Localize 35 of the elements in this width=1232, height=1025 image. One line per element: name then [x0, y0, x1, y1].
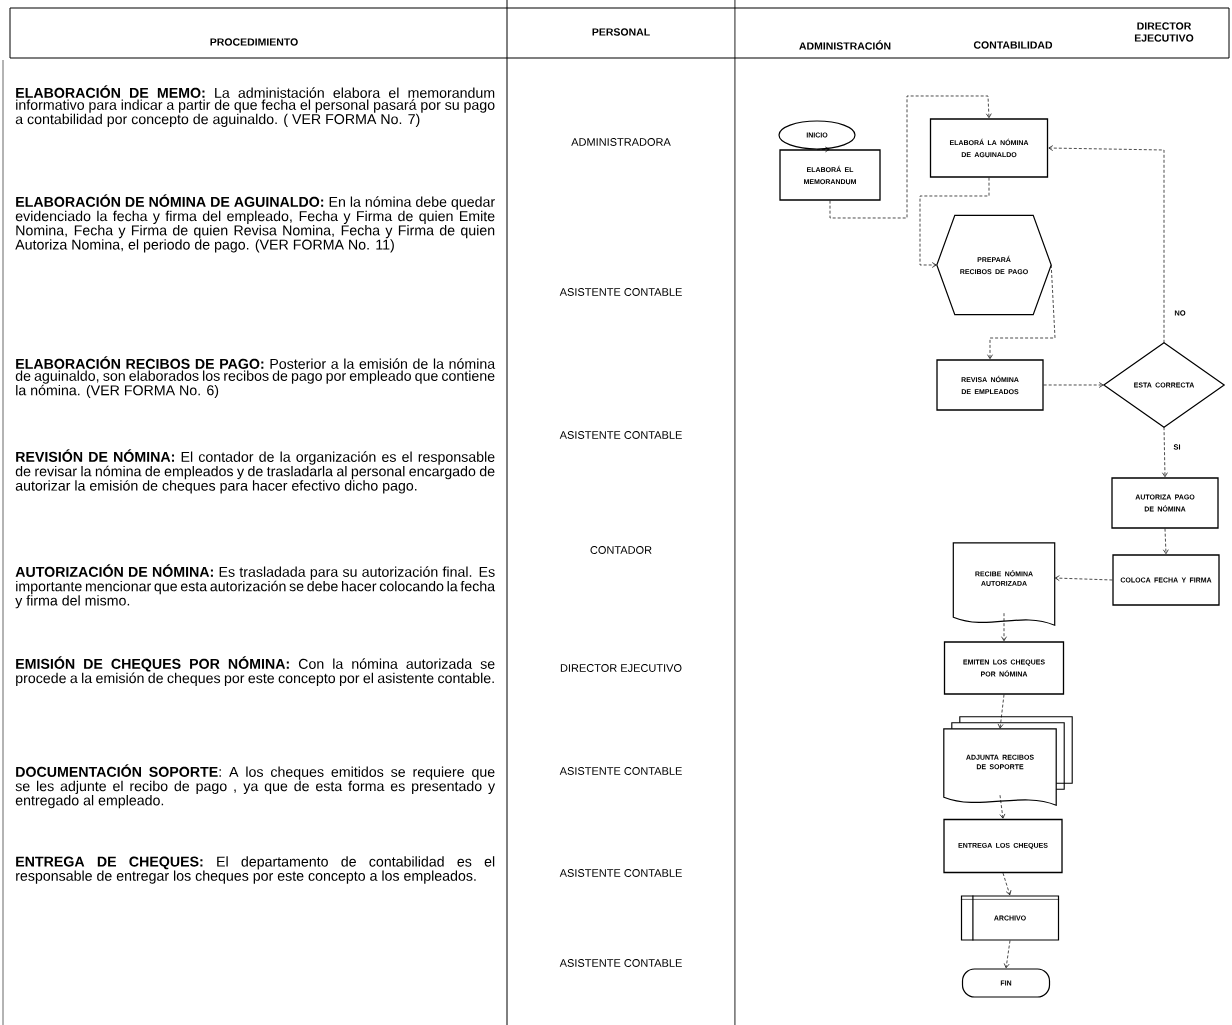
arrow: [1048, 145, 1165, 344]
procedure-text: REVISIÓN DE NÓMINA: El contador de la organización es el responsable de revisar la nómina de empleados y de trasladarla al personal encargado de autorizar la emisión de cheques para hacer efectivo dicho pago.: [15, 449, 495, 494]
arrow: [1003, 940, 1011, 969]
column-header: CONTABILIDAD: [973, 41, 1053, 49]
column-header: PROCEDIMIENTO: [210, 38, 298, 46]
arrow: [1043, 382, 1104, 388]
staff-role: ASISTENTE CONTABLE: [559, 431, 682, 439]
arrow: [999, 794, 1006, 819]
arrow: [987, 264, 1056, 360]
procedure-text: EMISIÓN DE CHEQUES POR NÓMINA: Con la nómina autorizada se procede a la emisión de cheques por este concepto por el asistente contable.: [16, 656, 495, 686]
procedure-text: DOCUMENTACIÓN SOPORTE: A los cheques emitidos se requiere que se les adjunte el recibo de pago , ya que de esta forma es presentado y entregado al empleado.: [15, 764, 496, 809]
staff-role: CONTADOR: [590, 546, 652, 554]
arrow: [829, 95, 992, 219]
arrow: [919, 177, 990, 268]
arrow: [1002, 872, 1012, 896]
arrow: [1162, 426, 1168, 478]
procedure-text: ELABORACIÓN DE NÓMINA DE AGUINALDO: En la nómina debe quedar evidenciado la fecha y firma del empleado, Fecha y Firma de quien Emite Nomina, Fecha y Firma de quien Revisa Nomina, Fecha y Firma de quien Autoriza Nomina, el periodo de pago. (VER FORMA No. 11): [15, 194, 495, 253]
procedure-text: AUTORIZACIÓN DE NÓMINA: Es trasladada para su autorización final. Es importante mencionar que esta autorización se debe hacer colocando la fecha y firma del mismo.: [15, 564, 496, 609]
staff-role: ASISTENTE CONTABLE: [559, 869, 682, 877]
arrow: [816, 146, 830, 153]
column-header: ADMINISTRACIÓN: [799, 40, 891, 50]
arrow: [997, 694, 1005, 729]
staff-role: ASISTENTE CONTABLE: [559, 959, 682, 967]
procedure-text: ELABORACIÓN DE MEMO: La administación elabora el memorandum informativo para indicar a partir de que fecha el personal pasará por su pago a contabilidad por concepto de aguinaldo. ( VER FORMA No. 7): [15, 85, 495, 127]
procedure-text: ENTREGA DE CHEQUES: El departamento de contabilidad es el responsable de entregar los cheques por este concepto a los empleados.: [16, 856, 495, 884]
staff-role: DIRECTOR EJECUTIVO: [560, 664, 682, 672]
arrow: [1055, 575, 1113, 581]
staff-role: ADMINISTRADORA: [571, 138, 671, 146]
arrow: [1001, 612, 1007, 642]
procedure-text: ELABORACIÓN RECIBOS DE PAGO: Posterior a la emisión de la nómina de aguinaldo, son elaborados los recibos de pago por empleado que contiene la nómina. (VER FORMA No. 6): [15, 356, 496, 399]
column-header: PERSONAL: [592, 28, 650, 36]
staff-role: ASISTENTE CONTABLE: [559, 767, 682, 775]
arrow: [1163, 528, 1169, 555]
column-header: DIRECTOR EJECUTIVO: [1134, 22, 1194, 42]
staff-role: ASISTENTE CONTABLE: [559, 288, 682, 296]
